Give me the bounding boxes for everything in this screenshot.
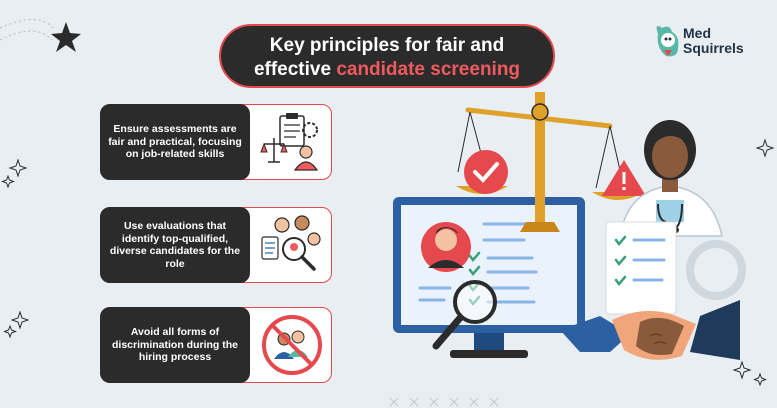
- principle-card-2: Use evaluations that identify top-qualif…: [100, 207, 332, 283]
- title-plain: effective: [253, 59, 337, 80]
- title-line-1: Key principles for fair and: [269, 35, 505, 56]
- magnifier-icon: [432, 280, 497, 350]
- squirrel-logo-icon: [656, 26, 679, 57]
- warning-icon: [602, 160, 646, 196]
- diverse-candidates-magnifier-icon: [261, 215, 321, 271]
- checklist-icon: [605, 221, 677, 315]
- title-line-2: effective candidate screening: [221, 58, 553, 82]
- monitor-icon: [393, 197, 585, 358]
- doctor-icon: [619, 120, 723, 237]
- check-circle-icon: [464, 150, 508, 194]
- candidate-avatar-icon: [421, 222, 471, 272]
- scales-clipboard-person-icon: [260, 113, 319, 171]
- brand-line-2: Squirrels: [683, 40, 744, 56]
- brand-line-1: Med: [683, 25, 711, 41]
- principle-text-2: Use evaluations that identify top-qualif…: [100, 207, 250, 283]
- brand-name: Med Squirrels: [683, 26, 744, 56]
- title-accent: candidate screening: [336, 59, 521, 80]
- handshake-icon: [560, 300, 740, 360]
- principle-card-3: Avoid all forms of discrimination during…: [100, 307, 332, 383]
- principle-card-1: Ensure assessments are fair and practica…: [100, 104, 332, 180]
- star-icon: [51, 22, 81, 52]
- no-discrimination-icon: [262, 315, 322, 375]
- principle-text-1: Ensure assessments are fair and practica…: [100, 104, 250, 180]
- page-title: Key principles for fair and effective ca…: [219, 24, 555, 88]
- principle-text-3: Avoid all forms of discrimination during…: [100, 307, 250, 383]
